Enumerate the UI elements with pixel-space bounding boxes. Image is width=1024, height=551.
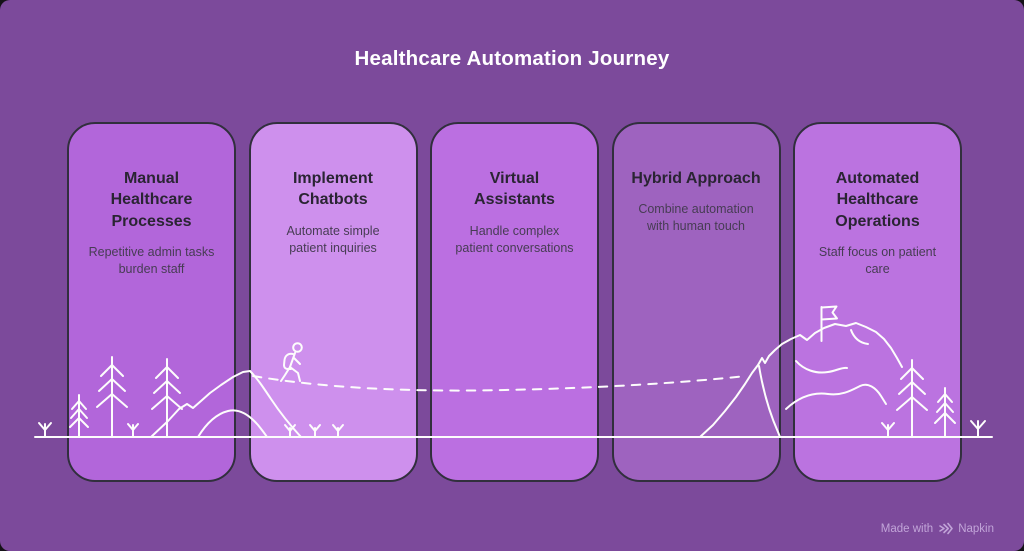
watermark-brand: Napkin (958, 522, 994, 535)
stage-title: Implement Chatbots (292, 170, 373, 209)
sprout-icon (38, 422, 52, 438)
stage-title: Manual Healthcare Processes (110, 170, 193, 230)
stage-card-virtual-assistants: Virtual Assistants Handle complex patien… (430, 122, 599, 482)
stage-card-implement-chatbots: Implement Chatbots Automate simple patie… (248, 122, 418, 482)
stage-description: Handle complex patient conversations (455, 223, 574, 255)
watermark: Made with Napkin (881, 522, 994, 535)
stage-description: Staff focus on patient care (818, 245, 937, 277)
stage-card-automated-operations: Automated Healthcare Operations Staff fo… (793, 122, 962, 482)
stage-card-manual-processes: Manual Healthcare Processes Repetitive a… (67, 122, 236, 482)
stage-title: Automated Healthcare Operations (835, 170, 920, 230)
stage-title: Hybrid Approach (631, 170, 761, 187)
page-title: Healthcare Automation Journey (354, 47, 670, 70)
napkin-logo-icon (939, 522, 953, 535)
stage-card-hybrid-approach: Hybrid Approach Combine automation with … (611, 122, 781, 482)
stage-description: Automate simple patient inquiries (286, 223, 380, 255)
stage-description: Combine automation with human touch (638, 202, 754, 234)
stages-row: Manual Healthcare Processes Repetitive a… (67, 122, 962, 482)
sprout-icon (970, 420, 986, 438)
stage-description: Repetitive admin tasks burden staff (88, 245, 215, 277)
stage-title: Virtual Assistants (474, 170, 555, 209)
watermark-prefix: Made with (880, 522, 934, 535)
